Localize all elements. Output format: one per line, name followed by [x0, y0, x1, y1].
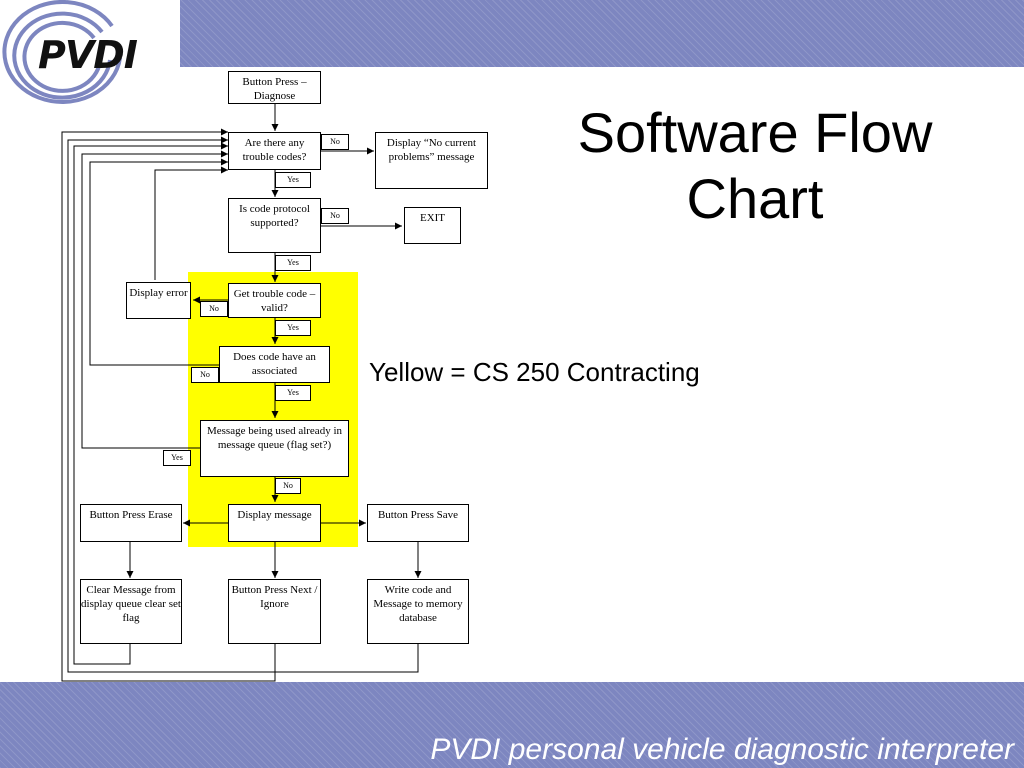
node-protocol: Is code protocol supported?: [228, 198, 321, 253]
node-display-error: Display error: [126, 282, 191, 319]
edge-label-codes-yes: Yes: [275, 172, 311, 188]
node-erase: Button Press Erase: [80, 504, 182, 542]
loop-next-ignore: [61, 128, 276, 682]
node-exit: EXIT: [404, 207, 461, 244]
legend-note: Yellow = CS 250 Contracting: [369, 357, 700, 387]
node-display-message: Display message: [228, 504, 321, 542]
edge-label-associated-no: No: [191, 367, 219, 383]
edge-label-protocol-no: No: [321, 208, 349, 224]
logo-swirl-icon: [2, 0, 122, 104]
logo-text: PVDI: [38, 33, 138, 77]
edge-label-protocol-yes: Yes: [275, 255, 311, 271]
loop-clear-message: [73, 142, 228, 665]
node-write-code: Write code and Message to memory databas…: [367, 579, 469, 644]
node-next-ignore: Button Press Next / Ignore: [228, 579, 321, 644]
edge-label-getcode-yes: Yes: [275, 320, 311, 336]
node-clear-message: Clear Message from display queue clear s…: [80, 579, 182, 644]
edge-label-associated-yes: Yes: [275, 385, 311, 401]
loop-associated-no: [89, 158, 228, 366]
slide-title: Software Flow Chart: [577, 101, 933, 230]
node-trouble-codes: Are there any trouble codes?: [228, 132, 321, 170]
edge-label-getcode-no: No: [200, 301, 228, 317]
node-save: Button Press Save: [367, 504, 469, 542]
node-get-code: Get trouble code – valid?: [228, 283, 321, 318]
edge-label-codes-no: No: [321, 134, 349, 150]
footer-text: PVDI personal vehicle diagnostic interpr…: [430, 733, 1014, 766]
loop-display-error: [154, 166, 228, 280]
pvdi-logo: PVDI: [0, 0, 180, 112]
node-start: Button Press – Diagnose: [228, 71, 321, 104]
node-associated: Does code have an associated: [219, 346, 330, 383]
loop-queue-yes: [81, 150, 228, 449]
node-message-queue: Message being used already in message qu…: [200, 420, 349, 477]
bottom-banner: [0, 682, 1024, 768]
node-no-problems: Display “No current problems” message: [375, 132, 488, 189]
loop-write-code: [67, 136, 419, 673]
edge-label-queue-yes: Yes: [163, 450, 191, 466]
edge-label-queue-no: No: [275, 478, 301, 494]
